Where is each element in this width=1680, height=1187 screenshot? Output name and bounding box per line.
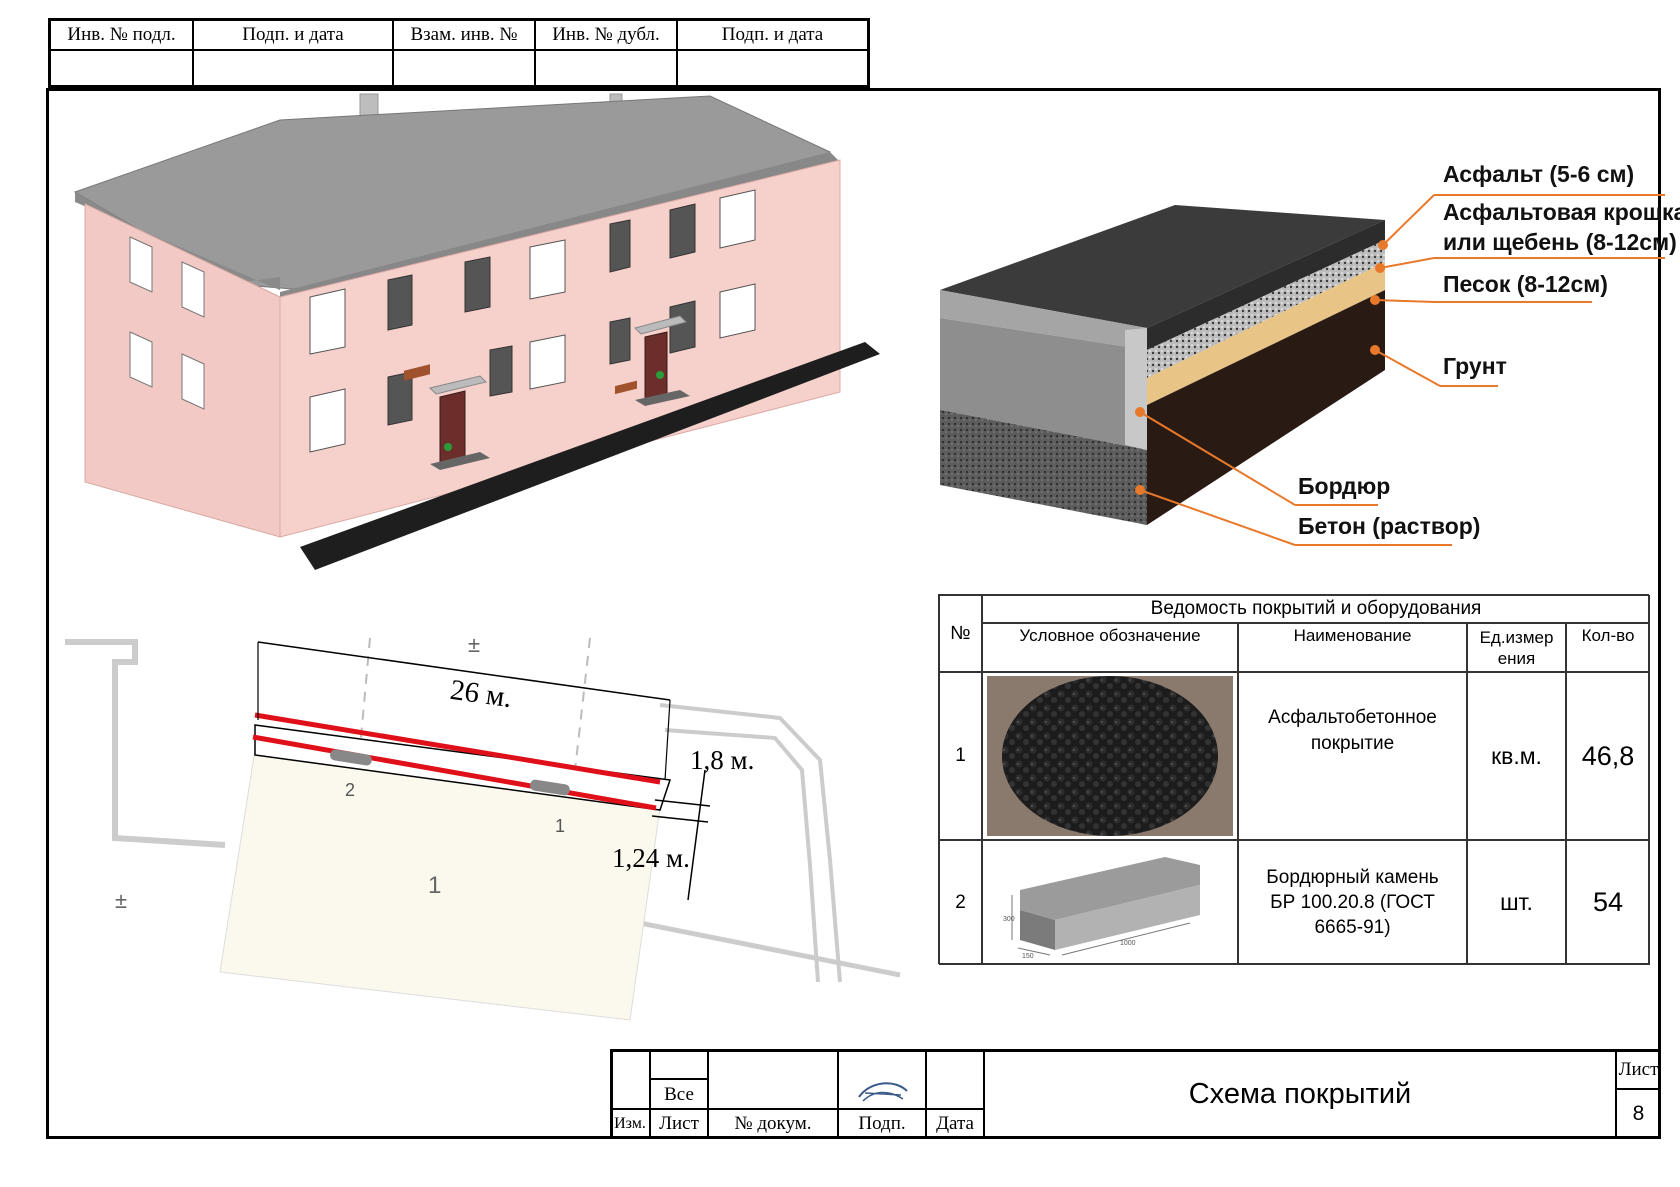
plan-entry-icon: ± <box>468 632 480 657</box>
site-plan: ± ± <box>65 632 901 1021</box>
dimension-offset: 1,24 м. <box>612 843 690 873</box>
plan-entry-icon: ± <box>115 888 127 913</box>
layer-label-asphalt: Асфальт (5-6 см) <box>1443 161 1635 187</box>
layer-label-crumb-2: или щебень (8-12см) <box>1443 229 1677 255</box>
table-header-unit: Ед.измер ения <box>1467 623 1566 672</box>
row-1-num: 1 <box>939 672 982 840</box>
stamp-cell: Взам. инв. № <box>394 21 536 85</box>
row-1-symbol <box>982 672 1238 840</box>
table-header-symbol: Условное обозначение <box>982 623 1238 672</box>
stamp-cell: Подп. и дата <box>194 21 394 85</box>
layer-label-sand: Песок (8-12см) <box>1443 271 1608 297</box>
dimension-width: 1,8 м. <box>690 745 755 775</box>
layer-label-soil: Грунт <box>1443 353 1507 379</box>
curb-dim-width: 150 <box>1022 953 1034 960</box>
table-title: Ведомость покрытий и оборудования <box>982 595 1650 623</box>
col-date: Дата <box>926 1109 984 1139</box>
row-2-num: 2 <box>939 840 982 965</box>
row-1-name: Асфальтобетонное покрытие <box>1238 672 1467 840</box>
signature-stamp <box>855 1077 911 1112</box>
row-2-qty: 54 <box>1566 840 1650 965</box>
table-header-num: № <box>939 595 982 672</box>
title-block: Все Изм. Лист № докум. Подп. Дата Схема … <box>610 1049 1661 1139</box>
stamp-header: Подп. и дата <box>194 21 392 51</box>
row-2-name: Бордюрный камень БР 100.20.8 (ГОСТ 6665-… <box>1238 840 1467 965</box>
coverage-schedule-table: № Ведомость покрытий и оборудования Усло… <box>938 594 1650 965</box>
table-header-name: Наименование <box>1238 623 1467 672</box>
stamp-cell: Инв. № подл. <box>51 21 194 85</box>
row-2-symbol: 300 1000 150 <box>982 840 1238 965</box>
col-doc-num: № докум. <box>708 1109 838 1139</box>
building-illustration <box>73 93 880 570</box>
layer-label-curb: Бордюр <box>1298 473 1391 499</box>
curb-stone-image: 300 1000 150 <box>1003 857 1200 960</box>
row-1-unit: кв.м. <box>1467 672 1566 840</box>
col-list: Лист <box>650 1109 708 1139</box>
stamp-header: Взам. инв. № <box>394 21 534 51</box>
vse-label: Все <box>650 1079 708 1109</box>
sheet-number: 8 <box>1616 1089 1661 1139</box>
row-1-qty: 46,8 <box>1566 672 1650 840</box>
col-signature: Подп. <box>838 1109 926 1139</box>
curb-dim-height: 300 <box>1003 916 1015 923</box>
plan-marker-1: 1 <box>555 816 566 836</box>
plan-area-label: 1 <box>428 872 442 899</box>
curb-dim-length: 1000 <box>1120 940 1136 947</box>
row-2-unit: шт. <box>1467 840 1566 965</box>
layer-label-concrete: Бетон (раствор) <box>1298 513 1481 539</box>
sheet-label: Лист <box>1616 1049 1661 1089</box>
stamp-cell: Подп. и дата <box>678 21 867 85</box>
top-stamp-strip: Инв. № подл. Подп. и дата Взам. инв. № И… <box>48 18 870 88</box>
pavement-section <box>940 205 1385 525</box>
plan-marker-2: 2 <box>345 780 356 800</box>
stamp-header: Инв. № дубл. <box>536 21 676 51</box>
stamp-header: Подп. и дата <box>678 21 867 51</box>
layer-label-crumb: Асфальтовая крошка <box>1443 199 1680 225</box>
stamp-header: Инв. № подл. <box>51 21 192 51</box>
col-izm: Изм. <box>610 1109 650 1139</box>
drawing-title: Схема покрытий <box>984 1049 1616 1139</box>
asphalt-sample-image <box>987 676 1233 836</box>
drawing-title-text: Схема покрытий <box>1188 1077 1412 1110</box>
stamp-cell: Инв. № дубл. <box>536 21 678 85</box>
table-header-qty: Кол-во <box>1566 623 1650 672</box>
